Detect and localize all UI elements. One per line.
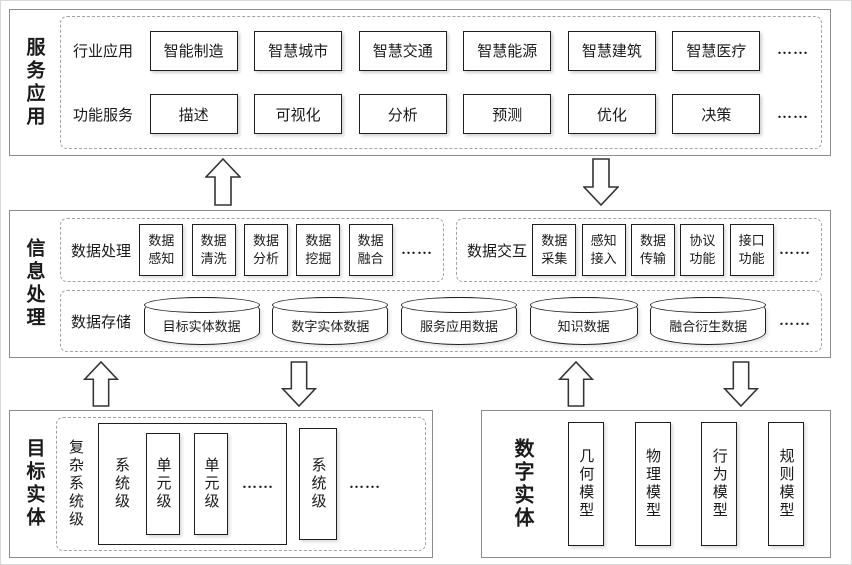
function-item: 描述 — [149, 94, 238, 135]
digital-entity-group: 数字实体 几何模型 物理模型 行为模型 规则模型 — [482, 411, 830, 557]
system-level-label-2: 系统级 — [309, 457, 326, 511]
database-cylinder-icon: 数字实体数据 — [272, 297, 389, 345]
cylinder-top — [529, 297, 638, 313]
database-cylinder-icon: 目标实体数据 — [143, 297, 260, 345]
physical-model-box: 物理模型 — [634, 422, 671, 546]
physical-model-label: 物理模型 — [644, 448, 660, 520]
unit-level-label: 单元级 — [202, 457, 219, 511]
section-digital-entity: 数字实体 几何模型 物理模型 行为模型 规则模型 — [481, 410, 831, 558]
data-processing-item: 数据感知 — [139, 224, 184, 276]
system-level-box-2: 系统级 — [299, 428, 337, 540]
data-storage-group: 数据存储 目标实体数据 数字实体数据 服务应用数据 知识数据 — [60, 290, 822, 352]
storage-item-label: 目标实体数据 — [162, 319, 241, 334]
data-interaction-item: 感知接入 — [581, 224, 626, 276]
industry-item: 智慧能源 — [463, 30, 552, 71]
data-processing-group: 数据处理 数据感知 数据清洗 数据分析 数据挖掘 数据融合 …… — [60, 218, 444, 282]
data-interaction-ellipsis: …… — [778, 241, 811, 258]
data-interaction-item: 数据传输 — [631, 224, 675, 276]
geometric-model-box: 几何模型 — [567, 422, 604, 546]
industry-item: 智慧城市 — [254, 30, 343, 71]
rule-model-label: 规则模型 — [777, 448, 794, 520]
storage-item-label: 融合衍生数据 — [669, 319, 748, 334]
target-dashed-group: 复杂系统级 系统级 单元级 单元级 …… 系统级 …… — [56, 417, 426, 551]
industry-item: 智慧医疗 — [672, 30, 761, 71]
section-target-side-label-wrap: 目标实体 — [14, 411, 54, 557]
section-info-side-label-wrap: 信息处理 — [14, 211, 54, 357]
arrow-up-icon — [558, 361, 594, 407]
data-processing-item: 数据清洗 — [191, 224, 236, 276]
arrow-up-icon — [83, 361, 119, 407]
rule-model-box: 规则模型 — [768, 422, 804, 546]
data-interaction-item: 接口功能 — [729, 224, 774, 276]
data-storage-label: 数据存储 — [71, 314, 132, 331]
section-information-processing: 信息处理 数据处理 数据感知 数据清洗 数据分析 数据挖掘 数据融合 …… 数据… — [9, 210, 831, 358]
cylinder-top — [272, 297, 389, 313]
unit-level-box: 单元级 — [146, 433, 180, 535]
function-item: 优化 — [567, 94, 656, 135]
data-interaction-item: 数据采集 — [532, 224, 577, 276]
arrow-up-icon — [205, 158, 241, 206]
data-processing-item: 数据分析 — [244, 224, 288, 276]
system-level-box: 系统级 单元级 单元级 …… — [98, 423, 287, 545]
function-service-row: 功能服务 描述 可视化 分析 预测 优化 决策 …… — [73, 92, 809, 136]
database-cylinder-icon: 服务应用数据 — [400, 297, 517, 345]
behavior-model-box: 行为模型 — [701, 422, 738, 546]
behavior-model-label: 行为模型 — [710, 448, 727, 520]
cylinder-top — [400, 297, 517, 313]
service-side-label: 服务应用 — [23, 36, 45, 129]
data-processing-label: 数据处理 — [71, 243, 132, 260]
section-service-side-label-wrap: 服务应用 — [14, 10, 54, 155]
geometric-model-label: 几何模型 — [577, 448, 594, 520]
section-target-entity: 目标实体 复杂系统级 系统级 单元级 单元级 …… 系统级 …… — [9, 410, 433, 558]
function-item: 决策 — [672, 94, 761, 135]
unit-level-label: 单元级 — [154, 457, 171, 511]
target-side-label: 目标实体 — [23, 438, 45, 530]
section-service-application: 服务应用 行业应用 智能制造 智慧城市 智慧交通 智慧能源 智慧建筑 智慧医疗 … — [9, 9, 831, 156]
industry-item: 智慧交通 — [358, 30, 447, 71]
arrow-down-icon — [723, 361, 759, 407]
industry-ellipsis: …… — [776, 42, 809, 59]
industry-row-label: 行业应用 — [73, 44, 134, 61]
unit-ellipsis: …… — [242, 475, 274, 492]
service-dashed-group: 行业应用 智能制造 智慧城市 智慧交通 智慧能源 智慧建筑 智慧医疗 …… 功能… — [60, 16, 822, 149]
data-interaction-item: 协议功能 — [680, 224, 725, 276]
unit-level-box: 单元级 — [194, 433, 228, 535]
storage-item-label: 数字实体数据 — [291, 319, 370, 334]
industry-application-row: 行业应用 智能制造 智慧城市 智慧交通 智慧能源 智慧建筑 智慧医疗 …… — [73, 29, 809, 73]
arrow-down-icon — [281, 361, 317, 407]
digital-entity-label: 数字实体 — [511, 438, 533, 530]
arrow-down-icon — [583, 158, 619, 206]
database-cylinder-icon: 知识数据 — [529, 297, 638, 345]
data-processing-ellipsis: …… — [400, 241, 433, 258]
data-processing-item: 数据挖掘 — [296, 224, 341, 276]
industry-item: 智慧建筑 — [567, 30, 656, 71]
storage-item-label: 知识数据 — [557, 319, 610, 334]
cylinder-top — [650, 297, 767, 313]
function-item: 可视化 — [254, 94, 343, 135]
info-side-label: 信息处理 — [23, 238, 45, 330]
function-item: 分析 — [358, 94, 447, 135]
function-item: 预测 — [463, 94, 552, 135]
storage-item-label: 服务应用数据 — [419, 319, 498, 334]
system-level-label: 系统级 — [113, 457, 129, 511]
cylinder-top — [143, 297, 260, 313]
data-processing-item: 数据融合 — [348, 224, 393, 276]
complex-system-level-label: 复杂系统级 — [67, 439, 83, 529]
target-ellipsis: …… — [349, 475, 381, 492]
data-interaction-group: 数据交互 数据采集 感知接入 数据传输 协议功能 接口功能 …… — [456, 218, 822, 282]
function-row-label: 功能服务 — [73, 107, 134, 124]
data-storage-ellipsis: …… — [778, 312, 811, 329]
industry-item: 智能制造 — [149, 30, 238, 71]
database-cylinder-icon: 融合衍生数据 — [650, 297, 767, 345]
data-interaction-label: 数据交互 — [467, 243, 528, 260]
function-ellipsis: …… — [776, 105, 809, 122]
